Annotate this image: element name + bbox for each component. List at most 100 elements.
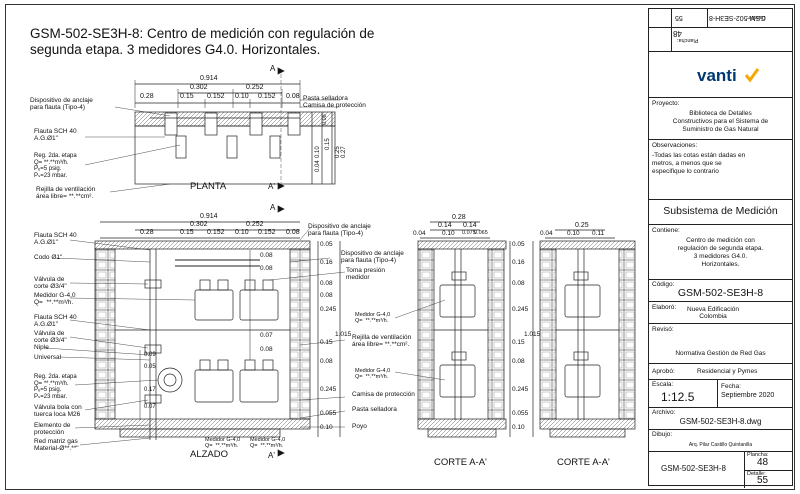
elev-dim-left-2: 0.05 <box>144 364 156 370</box>
reviewer-label: Revisó: <box>652 326 674 333</box>
plan-dim-sub2: 0.252 <box>246 84 264 91</box>
c1-dim-r9: 0.10 <box>512 424 525 431</box>
title-block: GSM-502-SE3H-8 Detalle: 55 Plancha: 48 v… <box>648 8 793 488</box>
drawn-row: Dibujo: Arq. Pilar Castillo Quintanilla <box>649 429 792 451</box>
elev-dim-seg-1: 0.28 <box>140 229 154 236</box>
elev-dim-total: 0.914 <box>200 213 218 220</box>
section-1-label: CORTE A-A' <box>434 457 487 468</box>
rot-sheet: 48 <box>673 29 682 38</box>
elev-label-medidor-bottom-1: Medidor G-4,0 Q= **.**m³/h. <box>205 437 241 449</box>
project-value: Biblioteca de Detalles Constructivos par… <box>672 110 769 133</box>
elev-dim-seg-6: 0.08 <box>286 229 300 236</box>
c1-label-medidor-1: Medidor G-4,0 Q= **.**m³/h. <box>355 312 391 324</box>
section-view-2 <box>539 229 636 438</box>
bottom-ref-row: GSM-502-SE3H-8 Plancha: 48 Detalle: 55 <box>649 451 792 488</box>
plan-view <box>84 67 340 193</box>
c1-dim-r7: 0.245 <box>512 386 529 393</box>
elev-label-poyo: Poyo <box>352 423 367 430</box>
elev-dim-inner-2: 0.08 <box>260 265 273 272</box>
author-label: Elaboró: <box>652 304 677 311</box>
elev-dim-total-h: 1.015 <box>335 331 352 338</box>
elev-dim-inner-1: 0.08 <box>260 252 273 259</box>
elev-label-valv2: Válvula de corte Ø3/4" <box>34 330 67 344</box>
subsystem-value: Subsistema de Medición <box>663 205 778 217</box>
code-value: GSM-502-SE3H-8 <box>677 287 764 299</box>
elev-dim-seg-4: 0.10 <box>235 229 249 236</box>
elev-dim-r5: 0.245 <box>320 306 337 313</box>
elev-label-toma: Toma presión medidor <box>346 267 386 281</box>
c1-dim-bot-3: 0.075 <box>462 230 476 236</box>
plan-dim-seg-4: 0.10 <box>235 93 249 100</box>
subsystem-row: Subsistema de Medición <box>649 199 792 224</box>
date-value: Septiembre 2020 <box>721 392 775 399</box>
elev-dim-seg-5: 0.152 <box>258 229 276 236</box>
c1-dim-total-h: 1.015 <box>524 331 541 338</box>
sheet-label: Plancha: <box>747 452 769 458</box>
c1-dim-mid-1: 0.14 <box>438 222 452 229</box>
c1-dim-mid-2: 0.14 <box>463 222 477 229</box>
plan-label-reg: Reg. 2da. etapa Q= **.**m³/h. Pₑ=5 psig.… <box>34 153 77 179</box>
observations-row: Observaciones: -Todas las cotas están da… <box>649 139 792 199</box>
elev-marker-a: A <box>270 203 276 212</box>
elev-dim-sub1: 0.302 <box>190 221 208 228</box>
c1-dim-r8: 0.055 <box>512 410 529 417</box>
plan-dim-seg-5: 0.152 <box>258 93 276 100</box>
plan-marker-a2: A' <box>268 182 275 191</box>
approver-label: Aprobó: <box>652 368 675 375</box>
approver-row: Aprobó: Residencial y Pymes <box>649 363 792 379</box>
contents-row: Contiene: Centro de medición con regulac… <box>649 224 792 279</box>
plan-view-label: PLANTA <box>190 181 227 192</box>
elev-label-universal: Universal <box>34 354 62 361</box>
bottom-ref: GSM-502-SE3H-8 <box>661 464 726 473</box>
title-line-2: segunda etapa. 3 medidores G4.0. Horizon… <box>30 42 321 57</box>
check-icon <box>744 68 760 83</box>
c1-dim-r2: 0.16 <box>512 259 525 266</box>
author-value: Nueva Edificación Colombia <box>687 306 740 320</box>
drawn-value: Arq. Pilar Castillo Quintanilla <box>688 442 753 448</box>
elev-dim-left-1: 0.09 <box>144 352 156 358</box>
plan-label-camisa: Camisa de protección <box>303 102 366 109</box>
c1-dim-r6: 0.08 <box>512 358 525 365</box>
elev-dim-r4: 0.08 <box>320 292 333 299</box>
scale-row: Escala: 1:12.5 Fecha: Septiembre 2020 <box>649 379 792 408</box>
plan-label-pasta: Pasta selladora <box>303 95 348 102</box>
date-label: Fecha: <box>721 383 741 390</box>
file-label: Archivo: <box>652 409 676 416</box>
plan-dim-seg-6: 0.08 <box>286 93 300 100</box>
plan-marker-a: A <box>270 64 276 73</box>
elev-label-valv1: Válvula de corte Ø3/4" <box>34 276 67 290</box>
elev-label-dispositivo: Dispositivo de anclaje para flauta (Tipo… <box>341 250 404 264</box>
c1-dim-bot-2: 0.10 <box>442 230 455 237</box>
c2-dim-top: 0.25 <box>575 222 589 229</box>
logo-area: vanti <box>649 51 792 97</box>
elev-label-rejilla: Rejilla de ventilación área libre= **.**… <box>352 334 412 348</box>
elev-label-camisa: Camisa de protección <box>352 391 415 398</box>
elev-label-niple: Niple <box>34 344 49 351</box>
elev-label-bola: Válvula bola con tuerca loca M26 <box>34 404 82 418</box>
elev-dim-inner-3: 0.07 <box>260 332 273 339</box>
drawn-label: Dibujo: <box>652 431 673 438</box>
elev-dim-r6: 0.15 <box>320 339 333 346</box>
plan-dim-v5: 0.27 <box>341 146 347 158</box>
file-row: Archivo: GSM-502-SE3H-8.dwg <box>649 407 792 429</box>
drawing-title: GSM-502-SE3H-8: Centro de medición con r… <box>30 26 430 58</box>
author-row: Elaboró: Nueva Edificación Colombia <box>649 301 792 323</box>
scale-label: Escala: <box>652 381 674 388</box>
elev-dim-left-4: 0.07 <box>144 404 156 410</box>
reviewer-value: Normativa Gestión de Red Gas <box>675 350 766 357</box>
elev-label-reg: Reg. 2da. etapa Q= **.**m³/h. Pₑ=5 psig.… <box>34 374 77 400</box>
elev-dim-r10: 0.10 <box>320 424 333 431</box>
elev-label-flauta: Flauta SCH 40 A.G.Ø1" <box>34 232 77 246</box>
c2-dim-bot-3: 0.11 <box>592 230 605 237</box>
c1-dim-r3: 0.08 <box>512 280 525 287</box>
elev-label-elemento: Elemento de protección <box>34 422 71 436</box>
elev-dim-left-3: 0.17 <box>144 387 156 393</box>
elev-label-dispositivo-top: Dispositivo de anclaje para flauta (Tipo… <box>308 223 371 237</box>
c1-dim-r5: 0.15 <box>512 339 525 346</box>
elev-dim-r9: 0.055 <box>320 410 337 417</box>
c1-label-medidor-2: Medidor G-4,0 Q= **.**m³/h. <box>355 368 391 380</box>
rotated-header: GSM-502-SE3H-8 Detalle: 55 Plancha: 48 <box>649 9 792 51</box>
plan-dim-v2: 0.10 <box>315 146 321 158</box>
elevation-view <box>44 205 346 457</box>
